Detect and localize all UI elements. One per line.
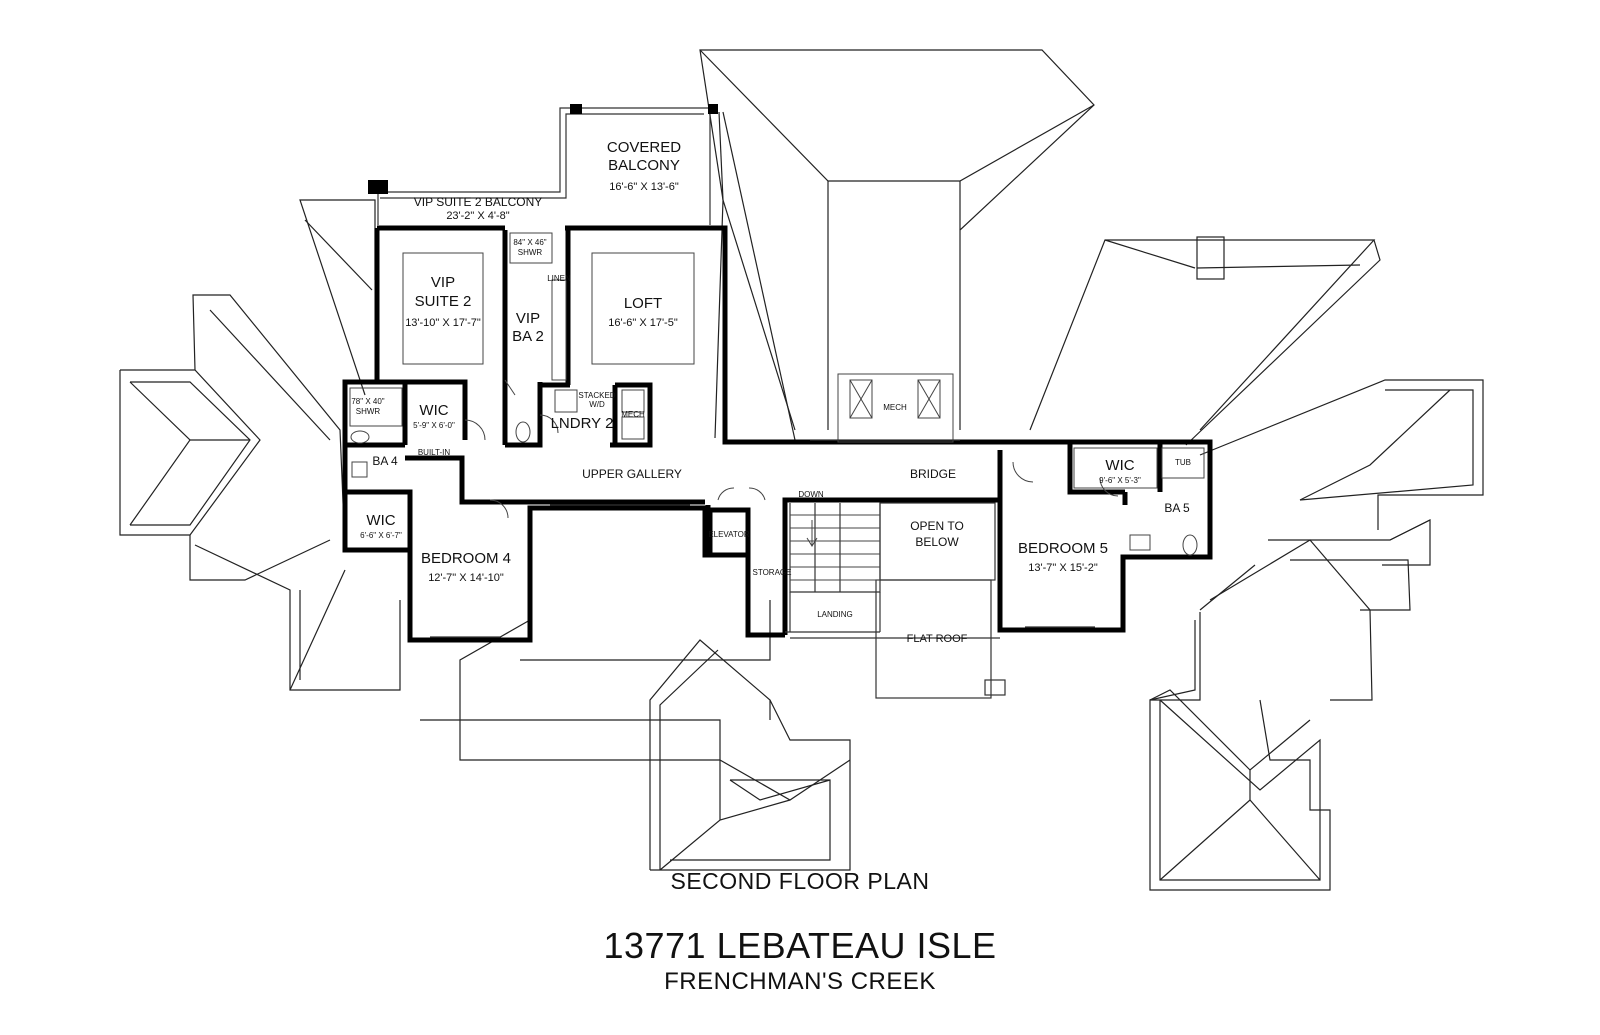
- landing-label: LANDING: [817, 610, 853, 619]
- wic-b-label: WIC: [366, 512, 395, 529]
- wic-b-dims: 6'-6" X 6'-7": [360, 531, 402, 540]
- fixtures: [349, 232, 1205, 638]
- bedroom4-dims: 12'-7" X 14'-10": [428, 572, 504, 584]
- property-address: 13771 LEBATEAU ISLE: [603, 925, 997, 966]
- wic-c-dims: 9'-6" X 5'-3": [1099, 476, 1141, 485]
- mech-small-label: MECH: [621, 410, 645, 419]
- covered-balcony-label: COVERED: [607, 139, 681, 156]
- storage-label: STORAGE: [753, 568, 792, 577]
- linen-label: LINEN: [547, 274, 571, 283]
- bedroom4-label: BEDROOM 4: [421, 550, 511, 567]
- vip-shower-dims: 84" X 46": [513, 238, 546, 247]
- covered-balcony-dims: 16'-6" X 13'-6": [609, 181, 679, 193]
- vip-suite2-label: VIP: [431, 274, 455, 291]
- vip2-balcony-label: VIP SUITE 2 BALCONY: [414, 195, 543, 209]
- room-labels: COVERED BALCONY 16'-6" X 13'-6" VIP SUIT…: [351, 139, 1191, 645]
- open-to-below-label: OPEN TO: [910, 519, 964, 533]
- wic-a-label: WIC: [419, 402, 448, 419]
- vip-suite2-dims: 13'-10" X 17'-7": [405, 317, 481, 329]
- vip-ba2-label-2: BA 2: [512, 328, 544, 345]
- vip-suite2-label-2: SUITE 2: [415, 293, 472, 310]
- down-label: DOWN: [798, 490, 824, 499]
- flat-roof-label: FLAT ROOF: [907, 633, 968, 645]
- elevator-label: ELEVATOR: [708, 530, 750, 539]
- community-name: FRENCHMAN'S CREEK: [664, 968, 936, 995]
- loft-dims: 16'-6" X 17'-5": [608, 317, 678, 329]
- floor-plan-title: SECOND FLOOR PLAN: [670, 868, 930, 894]
- stair-treads: [790, 514, 880, 581]
- loft-label: LOFT: [624, 295, 662, 312]
- covered-balcony-label-2: BALCONY: [608, 157, 680, 174]
- balcony-railings: [368, 104, 718, 225]
- mech-large-label: MECH: [883, 403, 907, 412]
- stacked-wd-label-2: W/D: [589, 400, 605, 409]
- ba4-shower-dims: 78" X 40": [351, 397, 384, 406]
- vip-ba2-label: VIP: [516, 310, 540, 327]
- stacked-wd-label: STACKED: [578, 391, 615, 400]
- bedroom5-label: BEDROOM 5: [1018, 540, 1108, 557]
- bedroom5-dims: 13'-7" X 15'-2": [1028, 562, 1098, 574]
- tub-label: TUB: [1175, 458, 1191, 467]
- bridge-label: BRIDGE: [910, 467, 956, 481]
- roof-lines: [119, 49, 1484, 891]
- vip2-balcony-dims: 23'-2" X 4'-8": [446, 210, 509, 222]
- wic-c-label: WIC: [1105, 457, 1134, 474]
- ba4-label: BA 4: [372, 454, 398, 468]
- built-in-label: BUILT-IN: [418, 448, 451, 457]
- wic-a-dims: 5'-9" X 6'-0": [413, 421, 455, 430]
- open-to-below-label-2: BELOW: [915, 535, 959, 549]
- ba4-shower-label: SHWR: [356, 407, 381, 416]
- ba5-label: BA 5: [1164, 501, 1190, 515]
- vip-shower-label: SHWR: [518, 248, 543, 257]
- upper-gallery-label: UPPER GALLERY: [582, 467, 682, 481]
- lndry2-label: LNDRY 2: [551, 415, 614, 432]
